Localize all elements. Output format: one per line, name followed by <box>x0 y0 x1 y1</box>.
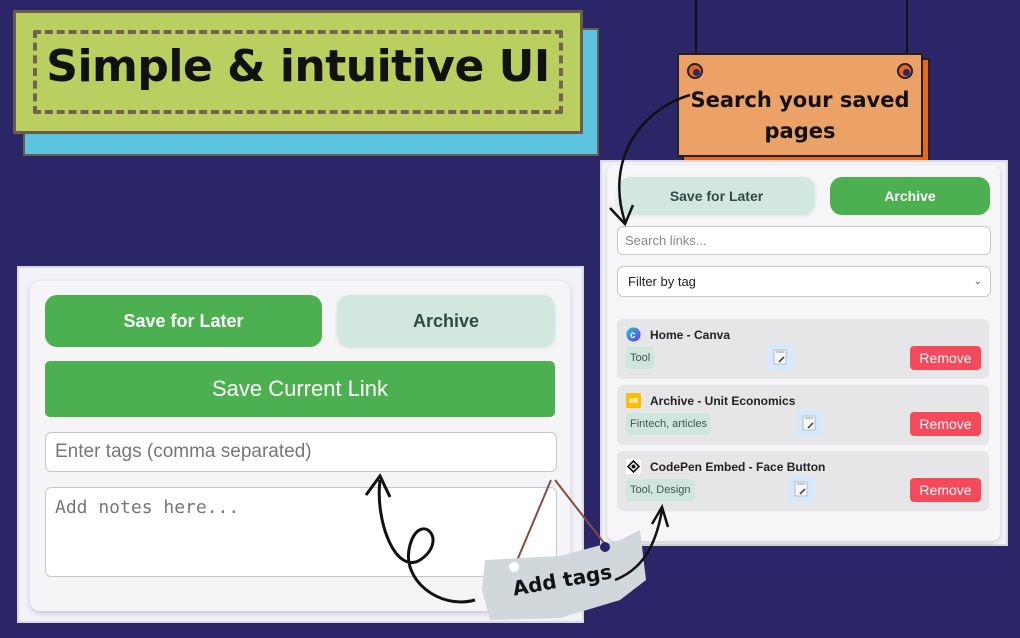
tab-archive-right-label: Archive <box>884 188 936 204</box>
search-links-placeholder: Search links... <box>625 233 707 248</box>
search-links-input[interactable]: Search links... <box>617 226 991 255</box>
hanging-string-right <box>906 0 908 68</box>
remove-button[interactable]: Remove <box>910 346 981 370</box>
filter-by-tag-select[interactable]: Filter by tag ⌄ <box>617 266 991 297</box>
search-callout-line1: Search your saved <box>690 88 910 112</box>
tab-archive-label: Archive <box>412 310 480 331</box>
svg-text:c: c <box>630 330 636 341</box>
link-title[interactable]: CodePen Embed - Face Button <box>650 460 826 474</box>
link-tags: Fintech, articles <box>626 413 712 435</box>
note-icon[interactable] <box>788 476 814 502</box>
remove-label: Remove <box>919 482 972 498</box>
canva-icon: c <box>626 327 641 342</box>
link-item: c Home - Canva Tool Remove <box>617 319 989 379</box>
remove-label: Remove <box>919 350 972 366</box>
sign-hole-left <box>687 63 703 79</box>
google-slides-icon <box>626 393 641 408</box>
remove-button[interactable]: Remove <box>910 478 981 502</box>
filter-by-tag-value: Filter by tag <box>628 274 696 289</box>
notes-textarea-placeholder: Add notes here... <box>55 497 240 518</box>
note-icon[interactable] <box>767 344 793 370</box>
tab-archive[interactable]: Archive <box>337 295 555 347</box>
note-icon[interactable] <box>796 410 822 436</box>
banner-face: Simple & intuitive UI <box>13 10 583 134</box>
link-tags: Tool, Design <box>626 479 695 501</box>
remove-label: Remove <box>919 416 972 432</box>
tab-save-for-later-label: Save for Later <box>123 310 244 331</box>
title-banner: Simple & intuitive UI <box>13 10 599 156</box>
notes-textarea[interactable]: Add notes here... <box>45 487 557 577</box>
link-title[interactable]: Archive - Unit Economics <box>650 394 796 408</box>
tab-save-for-later[interactable]: Save for Later <box>45 295 322 347</box>
link-title[interactable]: Home - Canva <box>650 328 731 342</box>
banner-dashed-border <box>33 30 563 114</box>
tab-save-for-later-right-label: Save for Later <box>669 188 764 204</box>
search-callout: Search your saved pages <box>677 53 923 157</box>
remove-button[interactable]: Remove <box>910 412 981 436</box>
tab-save-for-later-right[interactable]: Save for Later <box>618 177 815 215</box>
link-item: Archive - Unit Economics Fintech, articl… <box>617 385 989 445</box>
tags-input[interactable]: Enter tags (comma separated) <box>45 432 557 472</box>
link-tags: Tool <box>626 347 655 369</box>
chevron-down-icon: ⌄ <box>973 276 982 287</box>
hanging-string-left <box>695 0 697 68</box>
tab-archive-right[interactable]: Archive <box>830 177 990 215</box>
save-current-link-label: Save Current Link <box>211 376 389 401</box>
codepen-icon <box>626 459 641 474</box>
sign-hole-right <box>897 63 913 79</box>
tags-input-placeholder: Enter tags (comma separated) <box>55 441 312 462</box>
banner-title: Simple & intuitive UI <box>46 41 550 92</box>
save-current-link-button[interactable]: Save Current Link <box>45 361 555 417</box>
search-callout-text: Search your saved pages <box>679 85 921 147</box>
link-item: CodePen Embed - Face Button Tool, Design… <box>617 451 989 511</box>
search-callout-line2: pages <box>764 119 836 143</box>
